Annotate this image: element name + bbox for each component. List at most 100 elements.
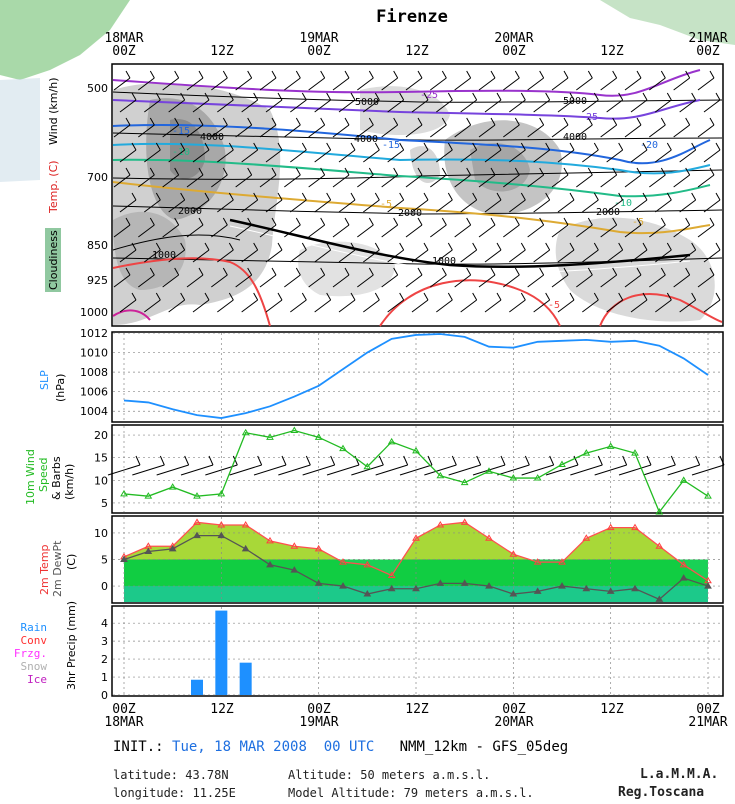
slp-tick-label: 1012 (80, 327, 108, 340)
contour-labels: 5000 5000 4000 4000 4000 2000 2000 2000 … (152, 90, 658, 311)
upper-wind-barb-flag (709, 217, 715, 226)
wind-barb (497, 464, 530, 476)
temp-point (485, 534, 493, 541)
upper-wind-barb-flag (131, 192, 137, 201)
upper-wind-barb (241, 99, 258, 113)
upper-wind-barb-flag (472, 292, 478, 301)
wind-barb (351, 464, 384, 476)
upper-wind-barb (703, 199, 721, 213)
upper-wind-barb-flag (399, 92, 405, 101)
wind-barb-flag (597, 455, 603, 466)
upper-wind-barb (630, 199, 648, 213)
upper-wind-barb (144, 149, 161, 163)
wind-barb-flag (670, 455, 676, 466)
upper-wind-barb-flag (636, 117, 642, 126)
upper-wind-barb (162, 274, 179, 288)
upper-wind-barb (624, 77, 642, 91)
upper-wind-barb-flag (295, 267, 301, 276)
upper-wind-barb (600, 77, 617, 91)
upper-wind-barb-flag (350, 192, 356, 201)
upper-wind-barb (381, 224, 398, 238)
upper-wind-barb (557, 299, 575, 313)
upper-wind-barb-flag (563, 167, 569, 176)
wind-barb (545, 464, 579, 476)
upper-wind-barb (113, 274, 131, 288)
wind-barb (253, 464, 287, 476)
wind-barb-flag (305, 455, 311, 466)
wind-speed-point (436, 471, 445, 479)
upper-wind-barb (138, 274, 155, 288)
top-label-2-line2: 00Z (307, 44, 331, 59)
wind-barb (521, 464, 554, 476)
upper-wind-barb (703, 99, 721, 113)
upper-wind-barb (600, 274, 617, 288)
upper-wind-barb (649, 124, 666, 138)
upper-wind-barb-flag (715, 242, 721, 251)
upper-wind-barb (332, 174, 350, 188)
upper-wind-barb-flag (539, 217, 545, 226)
upper-wind-barb-flag (496, 92, 502, 101)
upper-wind-barb (630, 299, 648, 313)
upper-wind-barb (576, 124, 593, 138)
upper-wind-barb-flag (685, 217, 691, 226)
upper-wind-barb-flag (490, 117, 496, 126)
dewpoint-point (120, 555, 128, 562)
upper-wind-barb-flag (587, 70, 593, 79)
slp-tick-label: 1006 (80, 386, 108, 399)
upper-wind-barb-flag (636, 267, 642, 276)
upper-wind-barb (217, 99, 234, 113)
upper-wind-barb-flag (180, 92, 186, 101)
svg-text:1000: 1000 (432, 256, 456, 267)
upper-wind-barb (436, 99, 453, 113)
upper-wind-barb-flag (368, 167, 374, 176)
upper-wind-barb-flag (466, 217, 472, 226)
top-label-5-line2: 12Z (600, 44, 624, 59)
upper-wind-barb-flag (368, 70, 374, 79)
upper-wind-barb-flag (472, 242, 478, 251)
upper-wind-barb-flag (539, 267, 545, 276)
upper-wind-barb (113, 77, 131, 91)
upper-wind-barb-flag (253, 292, 259, 301)
upper-wind-barb (460, 199, 477, 213)
precip-tick-label: 4 (101, 617, 108, 630)
wind-barb-flag (135, 455, 141, 466)
wind-barb (448, 464, 481, 476)
dewpoint-point (387, 584, 396, 592)
dewpoint-point (704, 582, 712, 589)
upper-wind-barb (655, 299, 672, 313)
upper-wind-barb-flag (563, 267, 569, 276)
upper-wind-barb-flag (125, 167, 131, 176)
upper-wind-barb (582, 99, 599, 113)
upper-wind-barb (703, 149, 721, 163)
dewpoint-points (120, 531, 712, 602)
upper-wind-barb (624, 224, 642, 238)
upper-wind-barb (484, 199, 502, 213)
panel1-ylabels: Cloudiness Temp. (C) Wind (km/h) (45, 78, 61, 292)
upper-wind-barb (113, 174, 131, 188)
upper-wind-barb-flag (155, 192, 161, 201)
upper-wind-barb (162, 77, 179, 91)
upper-wind-barb (503, 77, 520, 91)
temp-point (412, 534, 420, 541)
upper-wind-barb-flag (642, 192, 648, 201)
upper-wind-barb-flag (271, 217, 277, 226)
upper-wind-barb-flag (472, 92, 478, 101)
upper-wind-barb-flag (228, 192, 234, 201)
upper-wind-barb-flag (295, 117, 301, 126)
svg-text:-20: -20 (640, 140, 658, 151)
upper-wind-barb (314, 99, 331, 113)
wind-barb (424, 464, 457, 476)
upper-wind-barb-flag (423, 142, 429, 151)
upper-wind-barb (527, 77, 544, 91)
upper-wind-barb-flag (496, 192, 502, 201)
upper-wind-barb (259, 124, 277, 138)
upper-wind-barb (533, 299, 550, 313)
upper-wind-barb (551, 224, 569, 238)
bottom-label-3-line1: 12Z (405, 702, 429, 717)
wind-barb-flag (695, 455, 701, 466)
svg-text:-5: -5 (380, 199, 392, 210)
